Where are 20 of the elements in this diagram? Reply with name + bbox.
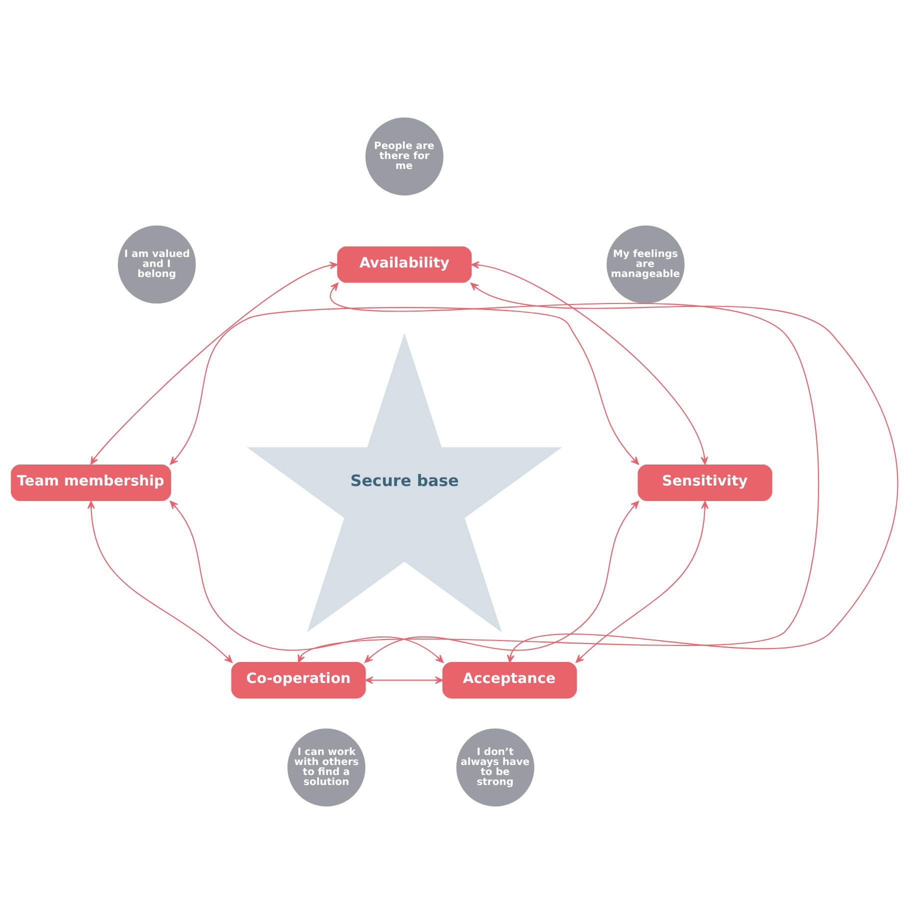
arrow bbox=[170, 307, 639, 465]
node-box: Acceptance bbox=[442, 662, 577, 698]
arrow bbox=[471, 261, 708, 465]
arrow bbox=[364, 500, 639, 663]
arrow bbox=[90, 262, 338, 465]
node-circle: I can work with others to find a solution bbox=[287, 728, 366, 806]
arrow bbox=[364, 676, 444, 684]
node-box: Co-operation bbox=[231, 662, 366, 698]
node-box: Availability bbox=[337, 246, 472, 283]
arrow bbox=[470, 282, 898, 663]
arrow bbox=[170, 500, 444, 663]
arrow bbox=[298, 282, 820, 663]
node-box: Sensitivity bbox=[638, 464, 772, 501]
node-circle: I am valued and I belong bbox=[118, 226, 196, 304]
arrow bbox=[576, 500, 709, 663]
node-circle: People are there for me bbox=[365, 118, 444, 196]
node-box: Team membership bbox=[10, 464, 172, 501]
node-circle: My feelings are manageable bbox=[606, 226, 685, 304]
node-circle: I don’t always have to be strong bbox=[456, 728, 534, 806]
arrow bbox=[87, 500, 232, 663]
